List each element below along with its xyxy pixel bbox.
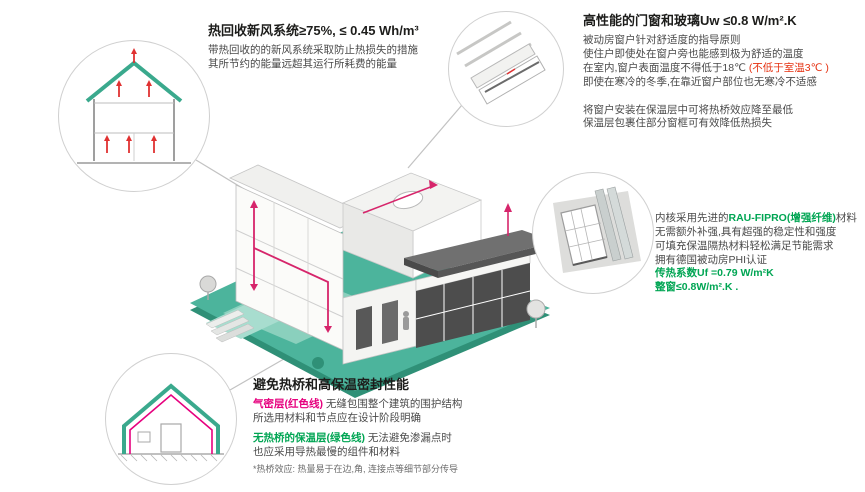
tree-icon [199, 275, 217, 300]
windows-body-line: 即使在寒冷的冬季,在靠近窗户部位也无寒冷不适感 [583, 75, 817, 88]
windows-temp-highlight: (不低于室温3℃ ) [748, 61, 829, 74]
flat-roof-slab [404, 230, 556, 278]
ventilation-detail-circle [58, 40, 210, 192]
ventilation-duct-lines [253, 206, 329, 326]
profile-uw-value: 整窗≤0.8W/m².K . [655, 281, 739, 294]
profile-uf-value: 传热系数Uf =0.79 W/m²K [655, 267, 774, 280]
bush [312, 357, 324, 369]
insulation-layer-label: 无热桥的保温层(绿色线) [253, 431, 365, 444]
thermal-bridge-footnote: *热桥效应: 热量易于在边,角, 连接点等细节部分传导 [253, 463, 459, 474]
airflow-arrows [106, 53, 155, 153]
windows-body-line: 被动房窗户针对舒适度的指导原则 [583, 34, 741, 47]
bathtub [392, 190, 424, 210]
envelope-body-line: 也应采用导热最慢的组件和材料 [253, 445, 400, 458]
profile-body-line: 内核采用先进的RAU-FIPRO(增强纤维)材料 [655, 212, 865, 226]
thermal-bridge-detail-circle [105, 353, 237, 485]
windows-title: 高性能的门窗和玻璃Uw ≤0.8 W/m².K [583, 13, 797, 28]
profile-body-line: 拥有德国被动房PHI认证 [655, 253, 768, 266]
heat-recovery-title: 热回收新风系统≥75%, ≤ 0.45 Wh/m³ [208, 23, 419, 38]
window-corner-illustration [456, 20, 546, 105]
windows-body-line: 使住户即使处在窗户旁也能感到极为舒适的温度 [583, 48, 804, 61]
airtight-layer-text: 无缝包围整个建筑的围护结构 [323, 398, 463, 411]
windows-body-line: 在室内,窗户表面温度不得低于18℃ (不低于室温3℃ ) [583, 62, 863, 76]
cutaway-building [229, 164, 369, 351]
heat-recovery-section: 热回收新风系统≥75%, ≤ 0.45 Wh/m³ 带热回收的的新风系统采取防止… [208, 22, 508, 72]
envelope-section: 避免热桥和高保温密封性能 气密层(红色线) 无缝包围整个建筑的围护结构 所选用材… [253, 376, 593, 475]
profile-body-line: 可填充保温隔热材料轻松满足节能需求 [655, 239, 834, 252]
tree-icon [526, 299, 546, 328]
profile-body-line: 无需额外补强,具有超强的稳定性和强度 [655, 225, 837, 238]
windows-body-line: 将窗户安装在保温层中可将热桥效应降至最低 [583, 103, 793, 116]
windows-body-line: 保温层包裹住部分窗框可有效降低热损失 [583, 117, 772, 130]
windows-section: 高性能的门窗和玻璃Uw ≤0.8 W/m².K 被动房窗户针对舒适度的指导原则 … [583, 12, 863, 131]
envelope-body-line: 所选用材料和节点应在设计阶段明确 [253, 412, 421, 425]
garden-stairs [205, 309, 255, 343]
heat-recovery-body-line: 带热回收的的新风系统采取防止热损失的措施 [208, 44, 418, 57]
airtight-layer-label: 气密层(红色线) [253, 398, 323, 411]
profile-core-text: 内核采用先进的 [655, 212, 729, 224]
glass-wing [404, 203, 556, 348]
envelope-insulation-line: 无热桥的保温层(绿色线) 无法避免渗漏点时 [253, 432, 593, 446]
spacer [583, 90, 863, 104]
window-corner-detail-circle [448, 11, 564, 127]
profile-section: 内核采用先进的RAU-FIPRO(增强纤维)材料 无需额外补强,具有超强的稳定性… [655, 212, 865, 295]
envelope-title: 避免热桥和高保温密封性能 [253, 377, 410, 392]
profile-material-highlight: RAU-FIPRO(增强纤维) [728, 212, 836, 224]
window-profile-detail-circle [532, 172, 654, 294]
passive-house-3d-illustration [190, 164, 556, 398]
windows-temp-text: 在室内,窗户表面温度不得低于18℃ [583, 61, 749, 74]
insulation-layer-line [122, 383, 220, 454]
person-icon [403, 311, 409, 330]
airtight-layer-line [129, 393, 213, 454]
insulation-layer-text: 无法避免渗漏点时 [365, 431, 452, 444]
thermal-bridge-house-illustration [118, 383, 224, 462]
heat-recovery-body-line: 其所节约的能量远超其运行所耗费的能量 [208, 58, 397, 71]
profile-core-text-end: 材料 [835, 212, 857, 224]
envelope-airtight-line: 气密层(红色线) 无缝包围整个建筑的围护结构 [253, 398, 593, 412]
ventilation-house-illustration [77, 48, 191, 164]
window-profile-illustration [553, 186, 641, 273]
